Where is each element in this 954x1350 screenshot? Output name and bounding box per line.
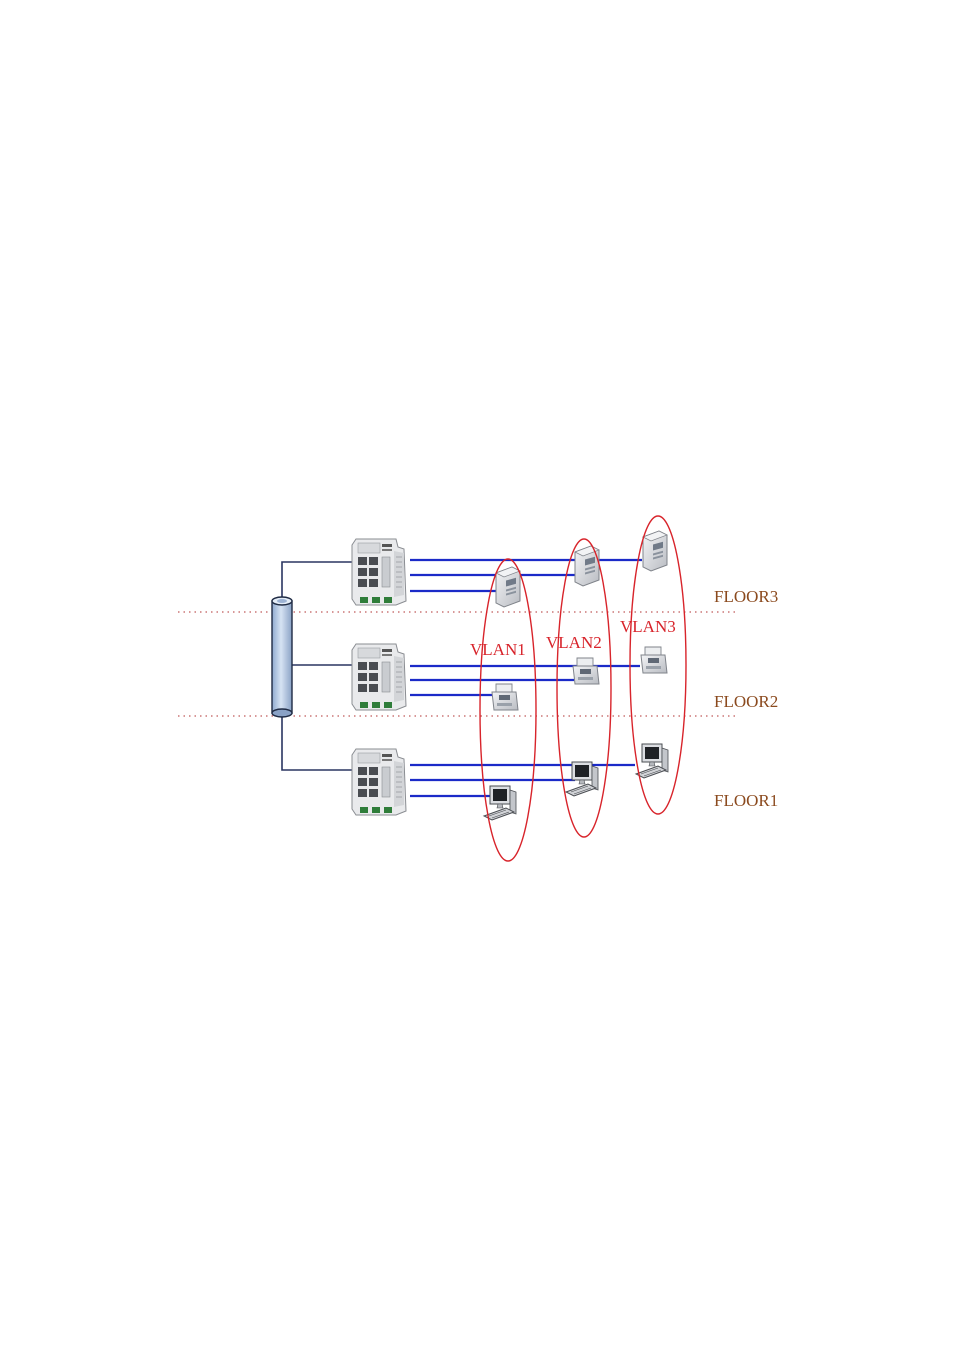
floor1-label: FLOOR1 — [714, 791, 778, 810]
vlan3-label: VLAN3 — [620, 617, 676, 636]
floor1-vlan1-workstation-icon — [484, 786, 516, 820]
floor2-vlan3-printer-icon — [641, 647, 667, 673]
floor2-label: FLOOR2 — [714, 692, 778, 711]
floor3-vlan3-server-icon — [643, 531, 667, 571]
backbone-cylinder-icon — [272, 597, 292, 717]
floor3-label: FLOOR3 — [714, 587, 778, 606]
vlan1-label: VLAN1 — [470, 640, 526, 659]
floor2-vlan2-printer-icon — [573, 658, 599, 684]
floor3-switch-icon — [352, 539, 406, 605]
floor2-switch-icon — [352, 644, 406, 710]
vlan2-label: VLAN2 — [546, 633, 602, 652]
floor3-vlan1-server-icon — [496, 567, 520, 607]
floor1-switch-icon — [352, 749, 406, 815]
floor1-vlan3-workstation-icon — [636, 744, 668, 778]
floor2-vlan1-printer-icon — [492, 684, 518, 710]
